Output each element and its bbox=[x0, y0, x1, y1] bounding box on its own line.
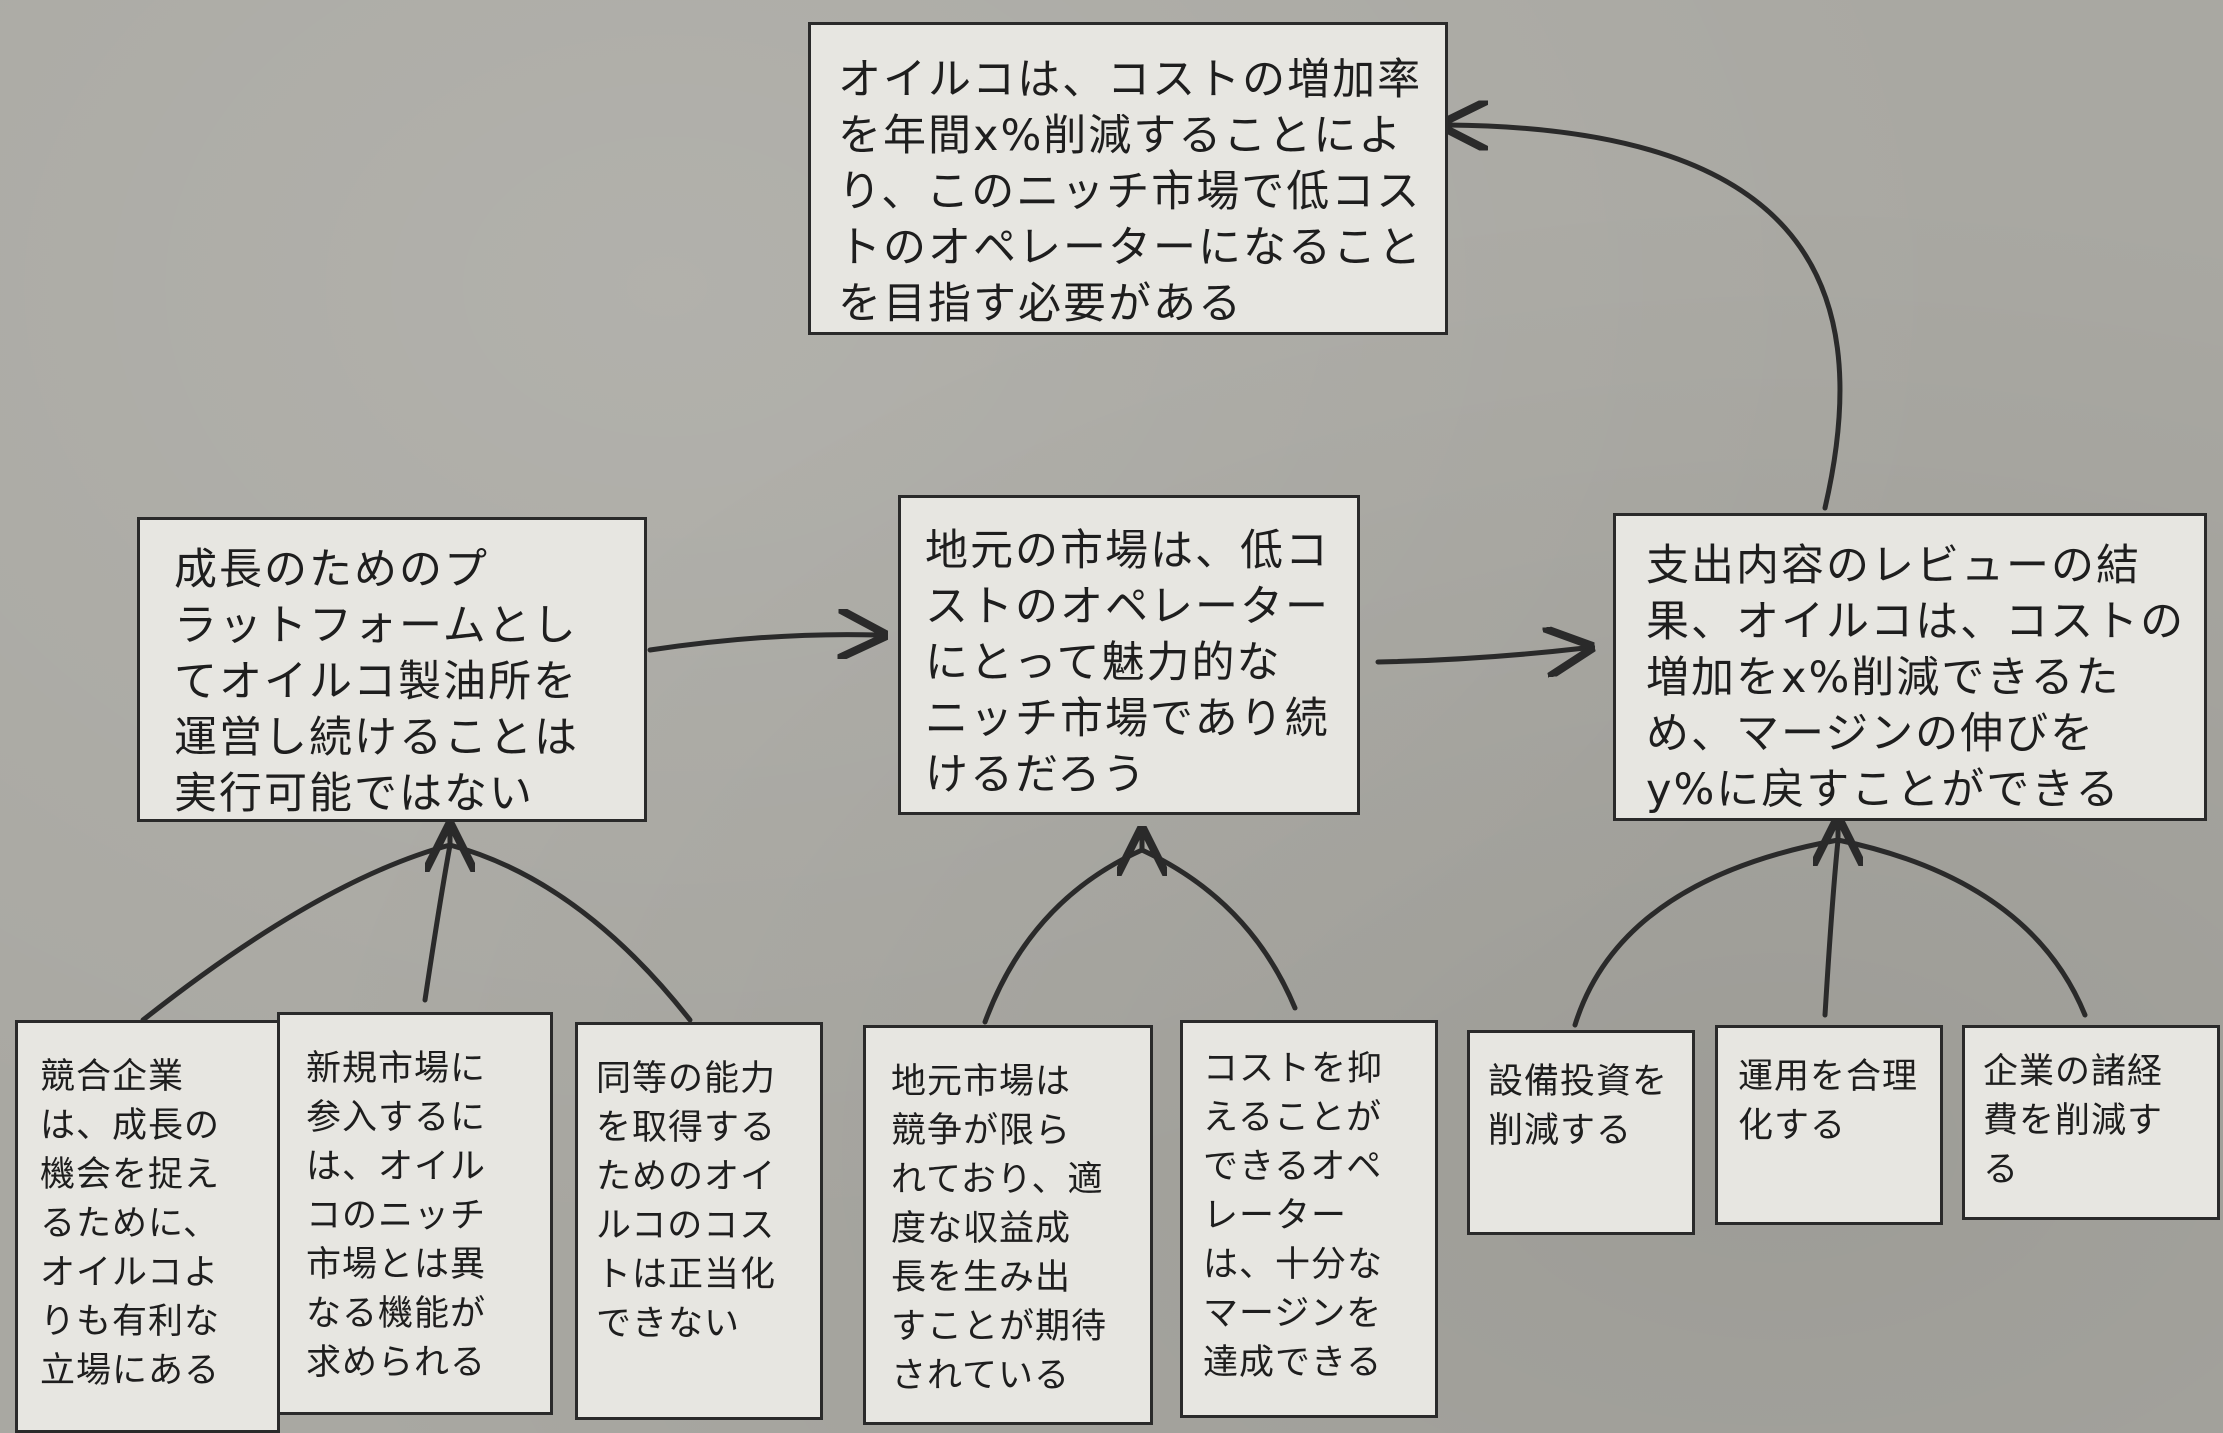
support-box-7: 運用を合理 化する bbox=[1715, 1025, 1943, 1225]
support-box-8: 企業の諸経 費を削減す る bbox=[1962, 1025, 2220, 1220]
support-text-7: 運用を合理 化する bbox=[1738, 1057, 1919, 1146]
branch-line-4 bbox=[982, 847, 1145, 1025]
support-text-6: 設備投資を 削減する bbox=[1488, 1062, 1669, 1151]
support-box-1: 競合企業 は、成長の 機会を捉え るために、 オイルコよ りも有利な 立場にある bbox=[15, 1020, 280, 1433]
support-box-4: 地元市場は 競争が限ら れており、適 度な収益成 長を生み出 すことが期待 され… bbox=[863, 1025, 1153, 1425]
support-box-6: 設備投資を 削減する bbox=[1467, 1030, 1695, 1235]
branch-line-3 bbox=[447, 842, 693, 1023]
middle-text-right: 支出内容のレビューの結 果、オイルコは、コストの 増加をx%削減できるた め、マ… bbox=[1646, 541, 2186, 815]
middle-text-left: 成長のためのプ ラットフォームとし てオイルコ製油所を 運営し続けることは 実行… bbox=[174, 545, 579, 819]
branch-line-7 bbox=[1822, 837, 1841, 1018]
support-text-5: コストを抑 えることが できるオペ レーター は、十分な マージンを 達成できる bbox=[1203, 1049, 1384, 1383]
branch-line-2 bbox=[422, 842, 453, 1003]
middle-box-left: 成長のためのプ ラットフォームとし てオイルコ製油所を 運営し続けることは 実行… bbox=[137, 517, 647, 822]
branch-line-5 bbox=[1139, 847, 1298, 1011]
support-text-2: 新規市場に 参入するに は、オイル コのニッチ 市場とは異 なる機能が 求められ… bbox=[306, 1049, 487, 1383]
branch-line-6 bbox=[1572, 837, 1841, 1028]
arrow-right-to-goal bbox=[1448, 125, 1843, 511]
support-box-5: コストを抑 えることが できるオペ レーター は、十分な マージンを 達成できる bbox=[1180, 1020, 1438, 1418]
support-box-2: 新規市場に 参入するに は、オイル コのニッチ 市場とは異 なる機能が 求められ… bbox=[277, 1012, 553, 1415]
goal-box: オイルコは、コストの増加率 を年間x%削減することによ り、このニッチ市場で低コ… bbox=[808, 22, 1448, 335]
support-text-3: 同等の能力 を取得する ためのオイ ルコのコス トは正当化 できない bbox=[596, 1059, 777, 1344]
support-text-8: 企業の諸経 費を削減す る bbox=[1983, 1052, 2164, 1190]
arrow-left-to-center bbox=[647, 635, 878, 650]
goal-text: オイルコは、コストの増加率 を年間x%削減することによ り、このニッチ市場で低コ… bbox=[838, 55, 1423, 329]
support-text-1: 競合企業 は、成長の 機会を捉え るために、 オイルコよ りも有利な 立場にある bbox=[40, 1057, 221, 1391]
branch-line-8 bbox=[1835, 837, 2088, 1018]
arrow-center-to-right bbox=[1375, 648, 1585, 662]
middle-text-center: 地元の市場は、低コ ストのオペレーター にとって魅力的な ニッチ市場であり続 け… bbox=[925, 526, 1330, 800]
branch-line-1 bbox=[140, 842, 453, 1023]
middle-box-center: 地元の市場は、低コ ストのオペレーター にとって魅力的な ニッチ市場であり続 け… bbox=[898, 495, 1360, 815]
middle-box-right: 支出内容のレビューの結 果、オイルコは、コストの 増加をx%削減できるた め、マ… bbox=[1613, 513, 2207, 821]
support-text-4: 地元市場は 競争が限ら れており、適 度な収益成 長を生み出 すことが期待 され… bbox=[891, 1062, 1108, 1396]
support-box-3: 同等の能力 を取得する ためのオイ ルコのコス トは正当化 できない bbox=[575, 1022, 823, 1420]
